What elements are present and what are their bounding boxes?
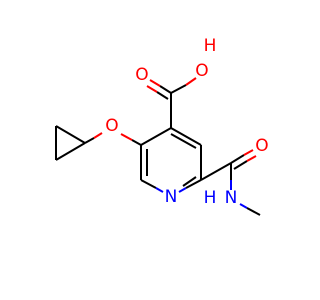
- bond-cacid-o-double-b: [156, 91, 169, 100]
- atom-label-o-amide: O: [255, 136, 268, 156]
- bond-namide-methyl-n: [239, 203, 248, 209]
- bond-c2-n: [140, 179, 157, 189]
- bond-cacid-o-double-b-o: [146, 85, 158, 93]
- atom-label-h-amide: H: [204, 188, 217, 208]
- bond-c6-camide: [200, 162, 232, 181]
- bond-c3-oether-o: [120, 133, 133, 141]
- bond-c4-c3: [140, 127, 172, 146]
- atom-label-n-ring: N: [165, 187, 178, 207]
- bond-c5-c4: [170, 127, 202, 146]
- atom-label-o-ether: O: [105, 116, 118, 136]
- bond-namide-methyl: [246, 207, 261, 216]
- atom-label-o-carbonyl-acid: O: [135, 65, 148, 85]
- bond-cp-c-a: [55, 142, 86, 161]
- bond-cp-a-b: [55, 125, 86, 144]
- bond-cacid-oh: [170, 84, 187, 94]
- molecule-structure: H O O O N O H N: [55, 36, 269, 216]
- bond-cacid-oh-o: [185, 77, 197, 86]
- bond-c2-n-n: [155, 187, 164, 193]
- bond-oether-cp-o: [93, 132, 103, 139]
- atom-label-o-hydroxyl: O: [195, 61, 208, 81]
- atom-label-group: H O O O N O H N: [105, 36, 268, 208]
- bond-camide-o-a: [230, 154, 245, 164]
- bond-cacid-o-double-a-o: [149, 79, 161, 87]
- bond-oether-cp: [84, 137, 95, 144]
- bond-camide-o-a-o: [243, 149, 254, 156]
- bond-n-c6: [185, 179, 202, 189]
- bond-c5-c4-inner: [170, 133, 197, 149]
- bond-c3-oether: [131, 139, 142, 146]
- atom-label-h-hydroxyl: H: [204, 36, 217, 56]
- bond-group: [55, 77, 261, 216]
- atom-label-n-amide: N: [225, 188, 238, 208]
- bond-camide-o-b: [233, 160, 248, 170]
- bond-n-c6-inner: [182, 176, 197, 187]
- bond-n-c6-n: [178, 187, 187, 193]
- bond-cacid-o-double-a: [159, 85, 172, 94]
- bond-camide-o-b-o: [246, 155, 257, 162]
